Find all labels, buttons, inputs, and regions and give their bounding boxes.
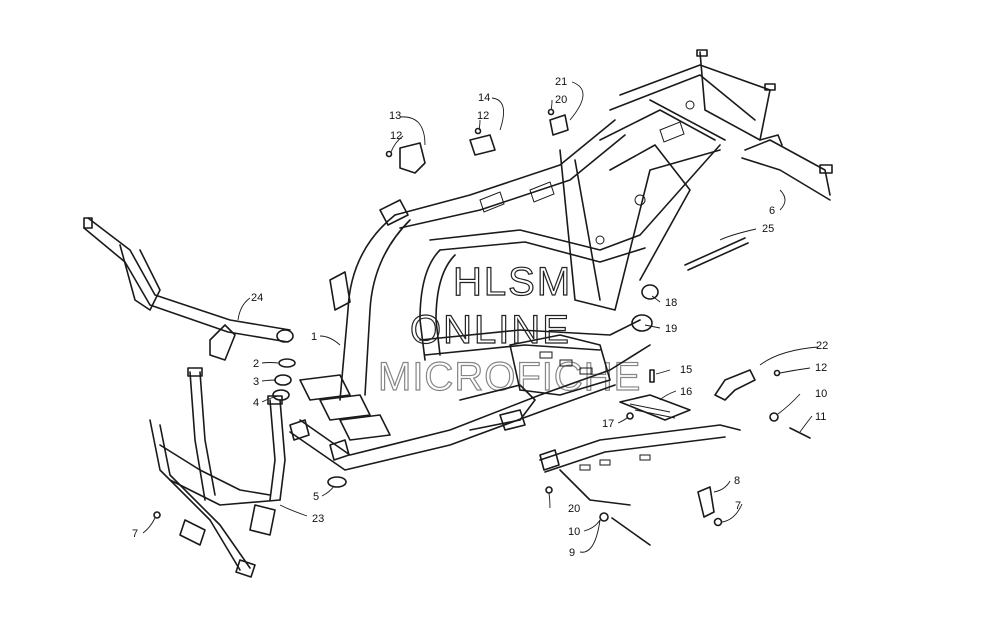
callout-21: 21 <box>555 76 567 88</box>
callout-12-right: 12 <box>815 362 827 374</box>
callout-13: 13 <box>389 110 401 122</box>
watermark-line-3: MICROFICHE <box>378 355 641 399</box>
plug-19 <box>631 314 653 332</box>
callout-10-upper: 10 <box>815 388 827 400</box>
callout-7-right: 7 <box>735 500 741 512</box>
callout-5: 5 <box>313 491 319 503</box>
callout-24: 24 <box>251 292 263 304</box>
watermark: HLSM ONLINE MICROFICHE <box>377 259 641 399</box>
small-hardware <box>153 108 811 546</box>
callout-25: 25 <box>762 223 774 235</box>
bracket-8 <box>697 486 715 518</box>
callout-2: 2 <box>253 358 259 370</box>
callout-17: 17 <box>602 418 614 430</box>
callout-19: 19 <box>665 323 677 335</box>
plug-18 <box>641 284 659 300</box>
callout-23: 23 <box>312 513 324 525</box>
callout-16: 16 <box>680 386 692 398</box>
callout-12-left: 12 <box>390 130 402 142</box>
callout-4: 4 <box>253 397 259 409</box>
callout-22: 22 <box>816 340 828 352</box>
front-bumper <box>83 217 294 361</box>
bracket-14 <box>469 134 496 156</box>
callout-12-mid: 12 <box>477 110 489 122</box>
callout-20-lower: 20 <box>568 503 580 515</box>
callout-14: 14 <box>478 92 490 104</box>
callout-9: 9 <box>569 547 575 559</box>
callout-20-upper: 20 <box>555 94 567 106</box>
callout-6: 6 <box>769 205 775 217</box>
bracket-13 <box>399 142 426 174</box>
main-frame <box>289 49 776 471</box>
callout-8: 8 <box>734 475 740 487</box>
watermark-line-2: ONLINE <box>410 308 571 352</box>
footrest <box>539 394 741 506</box>
strap-25 <box>684 237 749 271</box>
rear-bumper <box>741 134 833 201</box>
callout-1: 1 <box>311 331 317 343</box>
leader-lines <box>142 81 819 553</box>
bracket-22 <box>714 369 756 401</box>
watermark-line-1: HLSM <box>453 260 572 304</box>
callout-10-lower: 10 <box>568 526 580 538</box>
callout-labels: 1 2 3 4 5 6 7 7 8 9 10 10 11 12 12 12 13… <box>132 76 828 559</box>
callout-3: 3 <box>253 376 259 388</box>
callout-18: 18 <box>665 297 677 309</box>
callout-15: 15 <box>680 364 692 376</box>
bracket-21 <box>549 114 569 136</box>
callout-7-left: 7 <box>132 528 138 540</box>
front-guard <box>149 367 286 578</box>
callout-11: 11 <box>815 411 826 423</box>
